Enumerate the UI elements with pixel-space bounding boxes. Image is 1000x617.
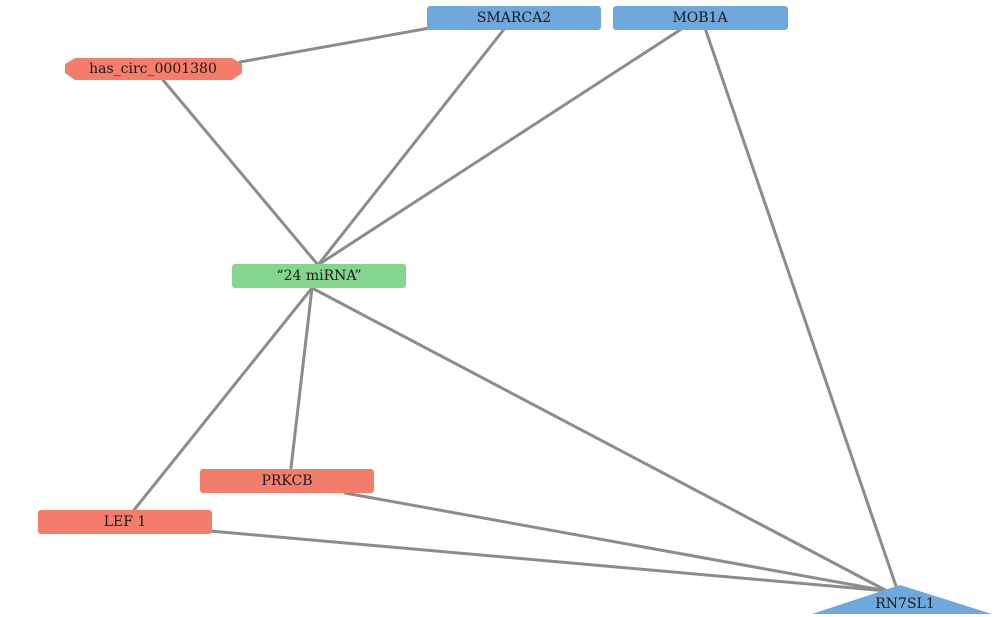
node-circ-shape — [65, 58, 242, 80]
node-mirna-shape — [232, 264, 406, 288]
node-mob1a[interactable]: MOB1A — [613, 6, 788, 30]
node-lef1[interactable]: LEF 1 — [38, 510, 212, 534]
node-mirna[interactable]: “24 miRNA” — [232, 264, 406, 288]
node-mob1a-shape — [613, 6, 788, 30]
node-lef1-shape — [38, 510, 212, 534]
node-circ[interactable]: has_circ_0001380 — [65, 58, 242, 80]
node-rn7sl1-shape — [812, 585, 992, 614]
edge-circ-smarca2 — [238, 26, 432, 64]
nodes-layer: SMARCA2 MOB1A has_circ_0001380 “24 miRNA… — [38, 6, 992, 614]
node-prkcb-shape — [200, 469, 374, 493]
node-mob1a-label: MOB1A — [672, 10, 728, 26]
edges-layer — [132, 26, 899, 593]
node-circ-label: has_circ_0001380 — [89, 61, 217, 77]
edge-mob1a-mirna — [316, 26, 685, 267]
edge-mirna-rn7sl1 — [310, 286, 889, 593]
edge-lef1-rn7sl1 — [208, 529, 889, 593]
node-mirna-label: “24 miRNA” — [276, 268, 361, 284]
node-prkcb-label: PRKCB — [261, 473, 312, 489]
node-smarca2-label: SMARCA2 — [477, 10, 551, 26]
edge-mob1a-rn7sl1 — [703, 26, 899, 591]
edge-prkcb-rn7sl1 — [343, 491, 889, 593]
edge-mirna-lef1 — [132, 286, 314, 512]
edge-smarca2-mirna — [316, 26, 507, 267]
edge-mirna-prkcb — [289, 286, 314, 470]
node-smarca2[interactable]: SMARCA2 — [427, 6, 601, 30]
node-rn7sl1-label: RN7SL1 — [875, 596, 935, 612]
node-smarca2-shape — [427, 6, 601, 30]
node-lef1-label: LEF 1 — [104, 514, 147, 530]
node-rn7sl1[interactable]: RN7SL1 — [812, 585, 992, 614]
edge-circ-mirna — [161, 78, 320, 267]
node-prkcb[interactable]: PRKCB — [200, 469, 374, 493]
